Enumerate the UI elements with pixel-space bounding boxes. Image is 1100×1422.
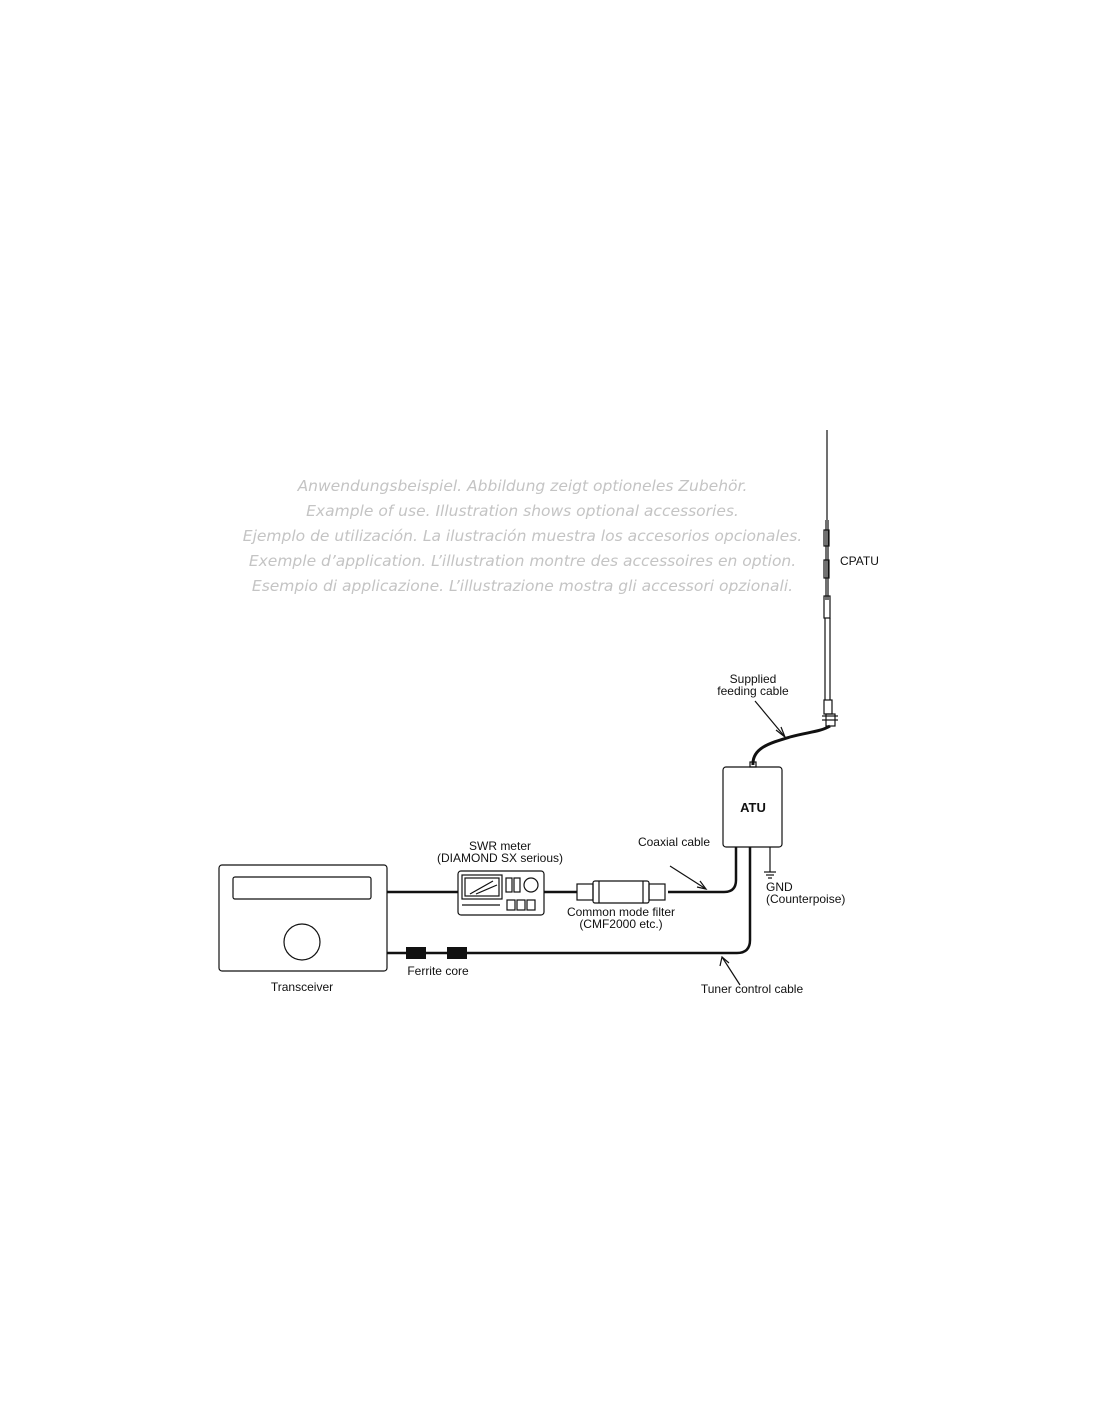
caption-line-es: Ejemplo de utilización. La ilustración m… [242, 527, 803, 545]
atu-label: ATU [740, 800, 766, 815]
coaxial-cable [668, 847, 738, 894]
gnd-label-1: GND [766, 880, 793, 894]
ferrite-core-2 [447, 947, 467, 959]
supplied-label-2: feeding cable [717, 684, 789, 698]
tuner-control-cable [387, 847, 752, 955]
ferrite-label: Ferrite core [407, 964, 469, 978]
common-mode-filter [576, 880, 666, 904]
supplied-label-1: Supplied [730, 672, 777, 686]
gnd-symbol [764, 847, 776, 879]
arrow-supplied [754, 700, 786, 738]
swr-label-1: SWR meter [469, 839, 531, 853]
cpatu-antenna [822, 430, 838, 727]
cpatu-label: CPATU [840, 554, 879, 568]
caption-line-it: Esempio di applicazione. L’illustrazione… [251, 577, 794, 595]
ferrite-core-1 [406, 947, 426, 959]
supplied-feeding-cable [751, 724, 831, 766]
caption-line-de: Anwendungsbeispiel. Abbildung zeigt opti… [297, 477, 748, 495]
cmf-label-1: Common mode filter [567, 905, 675, 919]
swr-label-2: (DIAMOND SX serious) [437, 851, 563, 865]
tuner-control-label: Tuner control cable [701, 982, 804, 996]
coaxial-label: Coaxial cable [638, 835, 710, 849]
transceiver-label: Transceiver [271, 980, 333, 994]
caption-block: Anwendungsbeispiel. Abbildung zeigt opti… [200, 474, 845, 599]
swr-meter [457, 870, 545, 916]
caption-line-fr: Exemple d’application. L’illustration mo… [248, 552, 797, 570]
caption-line-en: Example of use. Illustration shows optio… [306, 502, 739, 520]
cmf-label-2: (CMF2000 etc.) [579, 917, 662, 931]
transceiver [218, 864, 388, 972]
gnd-label-2: (Counterpoise) [766, 892, 845, 906]
